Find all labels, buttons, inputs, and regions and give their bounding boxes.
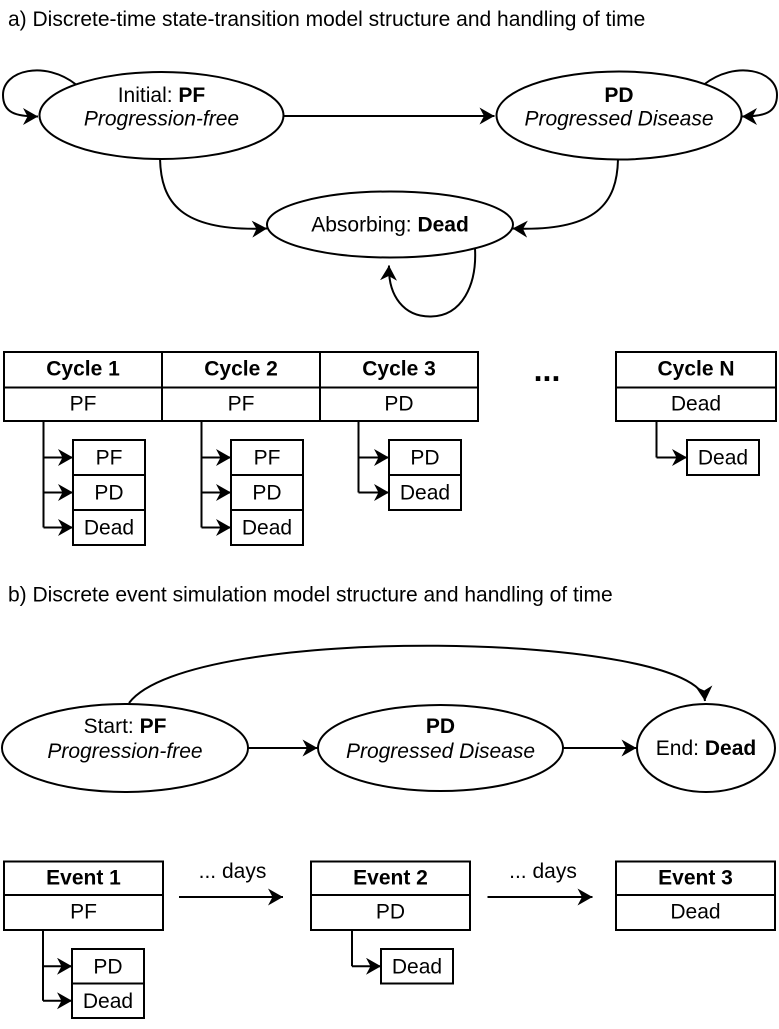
state-b-pf-ellipse xyxy=(1,703,249,793)
cycle-3-header: Cycle 3 xyxy=(362,358,436,381)
cycle-2-option-box-1 xyxy=(230,439,304,476)
cycle-3-option-box-1 xyxy=(388,439,462,476)
state-b-dead-label: End: Dead xyxy=(656,737,756,760)
cycle-3-option-2: Dead xyxy=(400,482,450,505)
cycle-1-state: PF xyxy=(70,393,97,416)
cycle-2-option-box-3 xyxy=(230,509,304,546)
state-b-pf-label: Start: PF xyxy=(84,715,167,738)
state-a-pd-label: PD xyxy=(604,84,633,107)
cycle-1-option-box-1 xyxy=(72,439,146,476)
event-2-option-1: Dead xyxy=(392,956,442,979)
cycle-1-option-1: PF xyxy=(96,447,123,470)
edge-a-pd-self-loop xyxy=(703,69,779,125)
state-a-dead-label: Absorbing: Dead xyxy=(311,214,469,237)
event-gap-label-1: ... days xyxy=(199,860,267,883)
edge-a-pf-self-loop xyxy=(1,69,77,125)
state-b-dead-ellipse xyxy=(636,703,776,793)
cycle-n-option-box-1 xyxy=(686,439,760,476)
panel-a-title: a) Discrete-time state-transition model … xyxy=(8,8,645,31)
cycle-3-state: PD xyxy=(384,393,413,416)
state-a-pd-sublabel: Progressed Disease xyxy=(524,108,713,131)
event-2-header: Event 2 xyxy=(353,867,428,890)
cycle-table: Cycle 1 Cycle 2 Cycle 3 PF PF PD ... Cyc… xyxy=(3,351,777,422)
cycle-1-header: Cycle 1 xyxy=(46,358,120,381)
cycle-n-header: Cycle N xyxy=(657,358,734,381)
event-2-state: PD xyxy=(376,901,405,924)
event-1-option-box-1 xyxy=(71,948,145,985)
edge-a-pf-to-dead xyxy=(159,158,268,238)
cycle-3-option-1: PD xyxy=(410,447,439,470)
event-boxes: Event 1 PF Event 2 PD Event 3 Dead xyxy=(3,860,776,931)
event-3-header: Event 3 xyxy=(658,867,733,890)
cycle-2-option-3: Dead xyxy=(242,517,292,540)
panel-b: b) Discrete event simulation model struc… xyxy=(1,584,776,1019)
event-1-option-2: Dead xyxy=(83,990,133,1013)
cycle-1-option-2: PD xyxy=(94,482,123,505)
panel-a: a) Discrete-time state-transition model … xyxy=(1,8,779,546)
cycle-2-header: Cycle 2 xyxy=(204,358,278,381)
cycle-2-transitions: PF PD Dead xyxy=(200,421,304,546)
state-a-pf-ellipse xyxy=(38,71,285,160)
state-b-pd-ellipse xyxy=(317,704,564,792)
cycle-ellipsis: ... xyxy=(534,352,561,388)
state-b-pf-sublabel: Progression-free xyxy=(47,740,202,763)
panel-b-title: b) Discrete event simulation model struc… xyxy=(8,584,613,607)
cycle-3-option-box-2 xyxy=(388,474,462,511)
state-b-pd-sublabel: Progressed Disease xyxy=(346,740,535,763)
cycle-n-option-1: Dead xyxy=(698,447,748,470)
state-b-pd-label: PD xyxy=(426,715,455,738)
state-a-dead-ellipse xyxy=(266,190,514,259)
cycle-n-transitions: Dead xyxy=(655,421,760,476)
state-a-pf-sublabel: Progression-free xyxy=(84,108,239,131)
event-gap-label-2: ... days xyxy=(509,860,577,883)
edge-a-dead-self-loop xyxy=(380,248,477,318)
cycle-2-option-2: PD xyxy=(252,482,281,505)
cycle-2-option-box-2 xyxy=(230,474,304,511)
cycle-1-transitions: PF PD Dead xyxy=(42,421,146,546)
cycle-2-state: PF xyxy=(228,393,255,416)
event-1-transitions: PD Dead xyxy=(42,930,145,1019)
edge-b-pf-to-dead xyxy=(128,644,713,704)
cycle-1-option-box-3 xyxy=(72,509,146,546)
cycle-1-option-3: Dead xyxy=(84,517,134,540)
event-2-option-box-1 xyxy=(380,948,454,985)
cycle-3-transitions: PD Dead xyxy=(357,421,462,511)
event-2-transitions: Dead xyxy=(351,930,454,985)
event-3-state: Dead xyxy=(670,901,720,924)
event-1-option-1: PD xyxy=(93,956,122,979)
edge-a-pd-to-dead xyxy=(512,159,619,238)
cycle-n-state: Dead xyxy=(671,393,721,416)
event-1-header: Event 1 xyxy=(46,867,121,890)
event-1-option-box-2 xyxy=(71,982,145,1019)
state-a-pd-ellipse xyxy=(495,70,743,161)
state-a-pf-label: Initial: PF xyxy=(118,84,206,107)
cycle-2-option-1: PF xyxy=(254,447,281,470)
event-1-state: PF xyxy=(70,901,97,924)
